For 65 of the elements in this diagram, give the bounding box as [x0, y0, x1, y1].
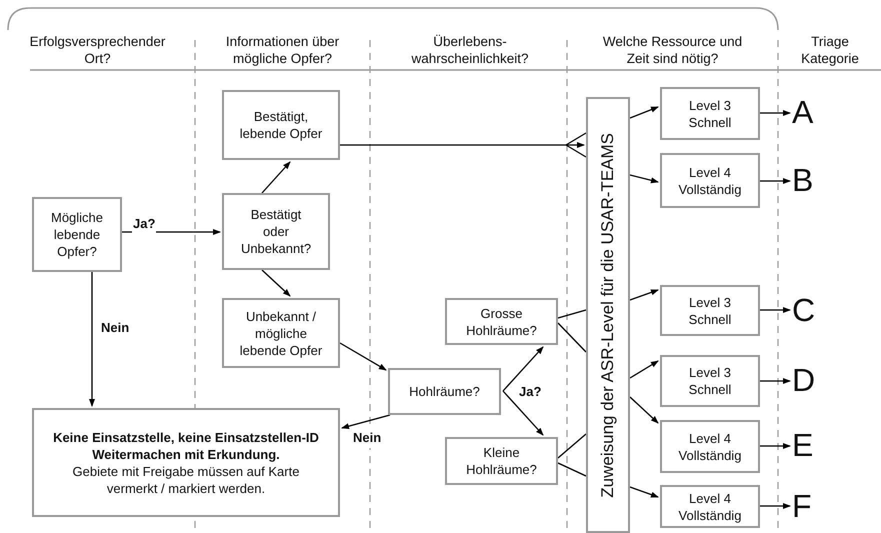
- triage-category: A: [792, 92, 814, 132]
- arrow: [630, 396, 659, 424]
- process-box: [222, 298, 340, 368]
- column-header: Triage Kategorie: [800, 33, 860, 67]
- process-box: [445, 298, 558, 345]
- arrow: [760, 178, 791, 184]
- arrow: [557, 433, 587, 477]
- process-box: [222, 193, 330, 270]
- arrow: [630, 106, 659, 119]
- process-box: [660, 355, 760, 407]
- arrow: [340, 342, 387, 371]
- process-box: [660, 87, 760, 140]
- box-text: Unbekannt / mögliche lebende Opfer: [238, 308, 324, 358]
- box-text: Hohlräume?: [409, 383, 480, 400]
- arrow: [89, 272, 95, 407]
- column-header: Überlebens- wahrscheinlichkeit?: [410, 33, 530, 67]
- box-text: Level 3 Schnell: [688, 96, 732, 130]
- process-box: [32, 408, 340, 517]
- box-text: Grosse Hohlräume?: [465, 304, 538, 338]
- arrow: [340, 142, 585, 148]
- arrow: [630, 360, 659, 379]
- box-text: Keine Einsatzstelle, keine Einsatzstellen-ID Weitermachen mit Erkundung.: [52, 428, 320, 462]
- process-box: [32, 197, 122, 272]
- box-text: Level 3 Schnell: [688, 294, 732, 328]
- bar-label: Zuweisung der ASR-Level für die USAR-TEAMS: [597, 132, 618, 498]
- arrow: [760, 378, 791, 384]
- arrow: [262, 161, 291, 194]
- arrow: [760, 307, 791, 313]
- column-header: Informationen über mögliche Opfer?: [224, 33, 340, 67]
- box-text: Level 3 Schnell: [688, 364, 732, 398]
- edge-label: Nein: [352, 428, 382, 448]
- arrow: [760, 443, 791, 449]
- arrow: [341, 414, 390, 430]
- arrow: [760, 503, 791, 509]
- process-box: [660, 420, 760, 473]
- triage-category: C: [792, 290, 816, 330]
- column-header: Welche Ressource und Zeit sind nötig?: [602, 33, 744, 67]
- box-text: Kleine Hohlräume?: [465, 444, 538, 478]
- box-text: Gebiete mit Freigabe müssen auf Karte vermerkt / markiert werden.: [72, 462, 300, 496]
- box-text: Bestätigt oder Unbekannt?: [240, 206, 312, 257]
- triage-category: D: [792, 360, 816, 400]
- arrow: [502, 390, 544, 436]
- box-text: Level 4 Vollständig: [678, 490, 742, 524]
- arrow: [760, 110, 791, 116]
- arrow: [630, 289, 659, 301]
- box-text: Level 4 Vollständig: [678, 164, 742, 198]
- process-box: [660, 285, 760, 336]
- arrow: [262, 270, 291, 297]
- box-text: Mögliche lebende Opfer?: [50, 209, 104, 260]
- assignment-bar: [586, 97, 630, 533]
- triage-category: E: [792, 425, 814, 465]
- triage-category: B: [792, 160, 814, 200]
- process-box: [388, 368, 501, 415]
- arrow: [502, 346, 544, 392]
- arrow: [630, 486, 659, 498]
- box-text: Level 4 Vollständig: [678, 430, 742, 464]
- arrow: [630, 174, 659, 184]
- process-box: [660, 153, 760, 208]
- triage-category: F: [792, 486, 812, 526]
- process-box: [445, 437, 558, 485]
- process-box: [660, 485, 760, 528]
- process-box: [222, 90, 340, 160]
- column-header: Erfolgsversprechender Ort?: [28, 33, 166, 67]
- box-text: Bestätigt, lebende Opfer: [238, 108, 324, 142]
- arrow: [557, 309, 587, 353]
